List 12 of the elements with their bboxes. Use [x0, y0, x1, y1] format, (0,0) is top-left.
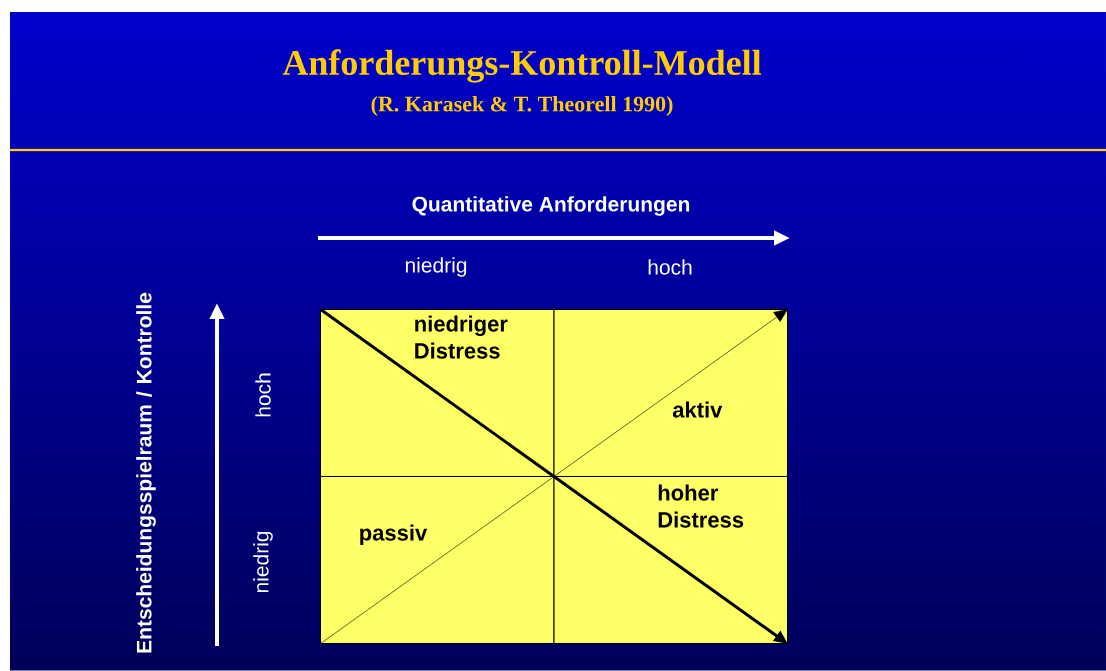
- axis-title: Quantitative Anforderungen: [412, 196, 690, 216]
- axis-title: Entscheidungsspielraum / Kontrolle: [136, 292, 156, 653]
- title: Anforderungs-Kontroll-Modell: [282, 49, 762, 83]
- quadrant-box: hoher Distress: [553, 476, 788, 644]
- quadrant-box: niedriger Distress: [320, 309, 555, 477]
- quadrant-box: passiv: [320, 476, 555, 644]
- quadrant-box: aktiv: [553, 309, 788, 477]
- axis-level-label: niedrig: [253, 531, 273, 593]
- axis-level-label: niedrig: [405, 257, 467, 277]
- subtitle: (R. Karasek & T. Theorell 1990): [371, 96, 673, 116]
- axis-level-label: hoch: [648, 259, 692, 275]
- axis-level-label: hoch: [255, 373, 271, 417]
